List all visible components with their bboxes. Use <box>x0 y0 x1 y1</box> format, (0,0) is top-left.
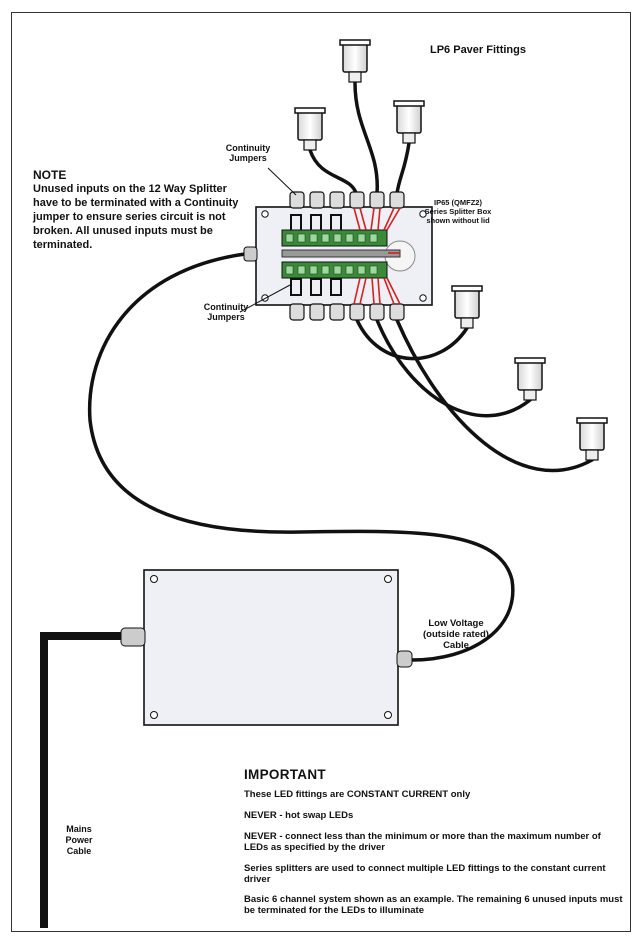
paver-fitting <box>294 107 326 151</box>
low-voltage-cable <box>87 252 515 662</box>
continuity-jumpers-label-top: Continuity Jumpers <box>225 143 271 163</box>
splitter-box-label: IP65 (QMFZ2) Series Splitter Box shown w… <box>424 198 492 225</box>
continuity-jumpers-label-bottom: Continuity Jumpers <box>203 302 249 322</box>
important-item: These LED fittings are CONSTANT CURRENT … <box>244 789 471 800</box>
paver-fittings-label: LP6 Paver Fittings <box>430 44 526 56</box>
important-item: NEVER - connect less than the minimum or… <box>244 831 601 853</box>
important-item: NEVER - hot swap LEDs <box>244 810 354 821</box>
fitting-cables-bottom <box>355 318 594 473</box>
paver-fitting <box>514 357 546 401</box>
important-heading: IMPORTANT <box>244 767 326 782</box>
mains-power-cable <box>40 632 124 928</box>
paver-fitting <box>576 417 608 461</box>
paver-fitting <box>339 39 371 83</box>
note-body: Unused inputs on the 12 Way Splitter hav… <box>33 183 239 251</box>
driver-box <box>120 569 413 726</box>
paver-fitting <box>451 285 483 329</box>
diagram-frame <box>11 12 631 932</box>
mains-cable-label: Mains Power Cable <box>65 824 93 856</box>
low-voltage-cable-label: Low Voltage (outside rated) Cable <box>423 618 489 651</box>
splitter-box <box>239 167 433 321</box>
note-heading: NOTE <box>33 168 67 182</box>
paver-fitting <box>393 100 425 144</box>
important-item: Basic 6 channel system shown as an examp… <box>244 894 623 916</box>
fitting-cables-top <box>308 81 411 195</box>
important-item: Series splitters are used to connect mul… <box>244 863 606 885</box>
